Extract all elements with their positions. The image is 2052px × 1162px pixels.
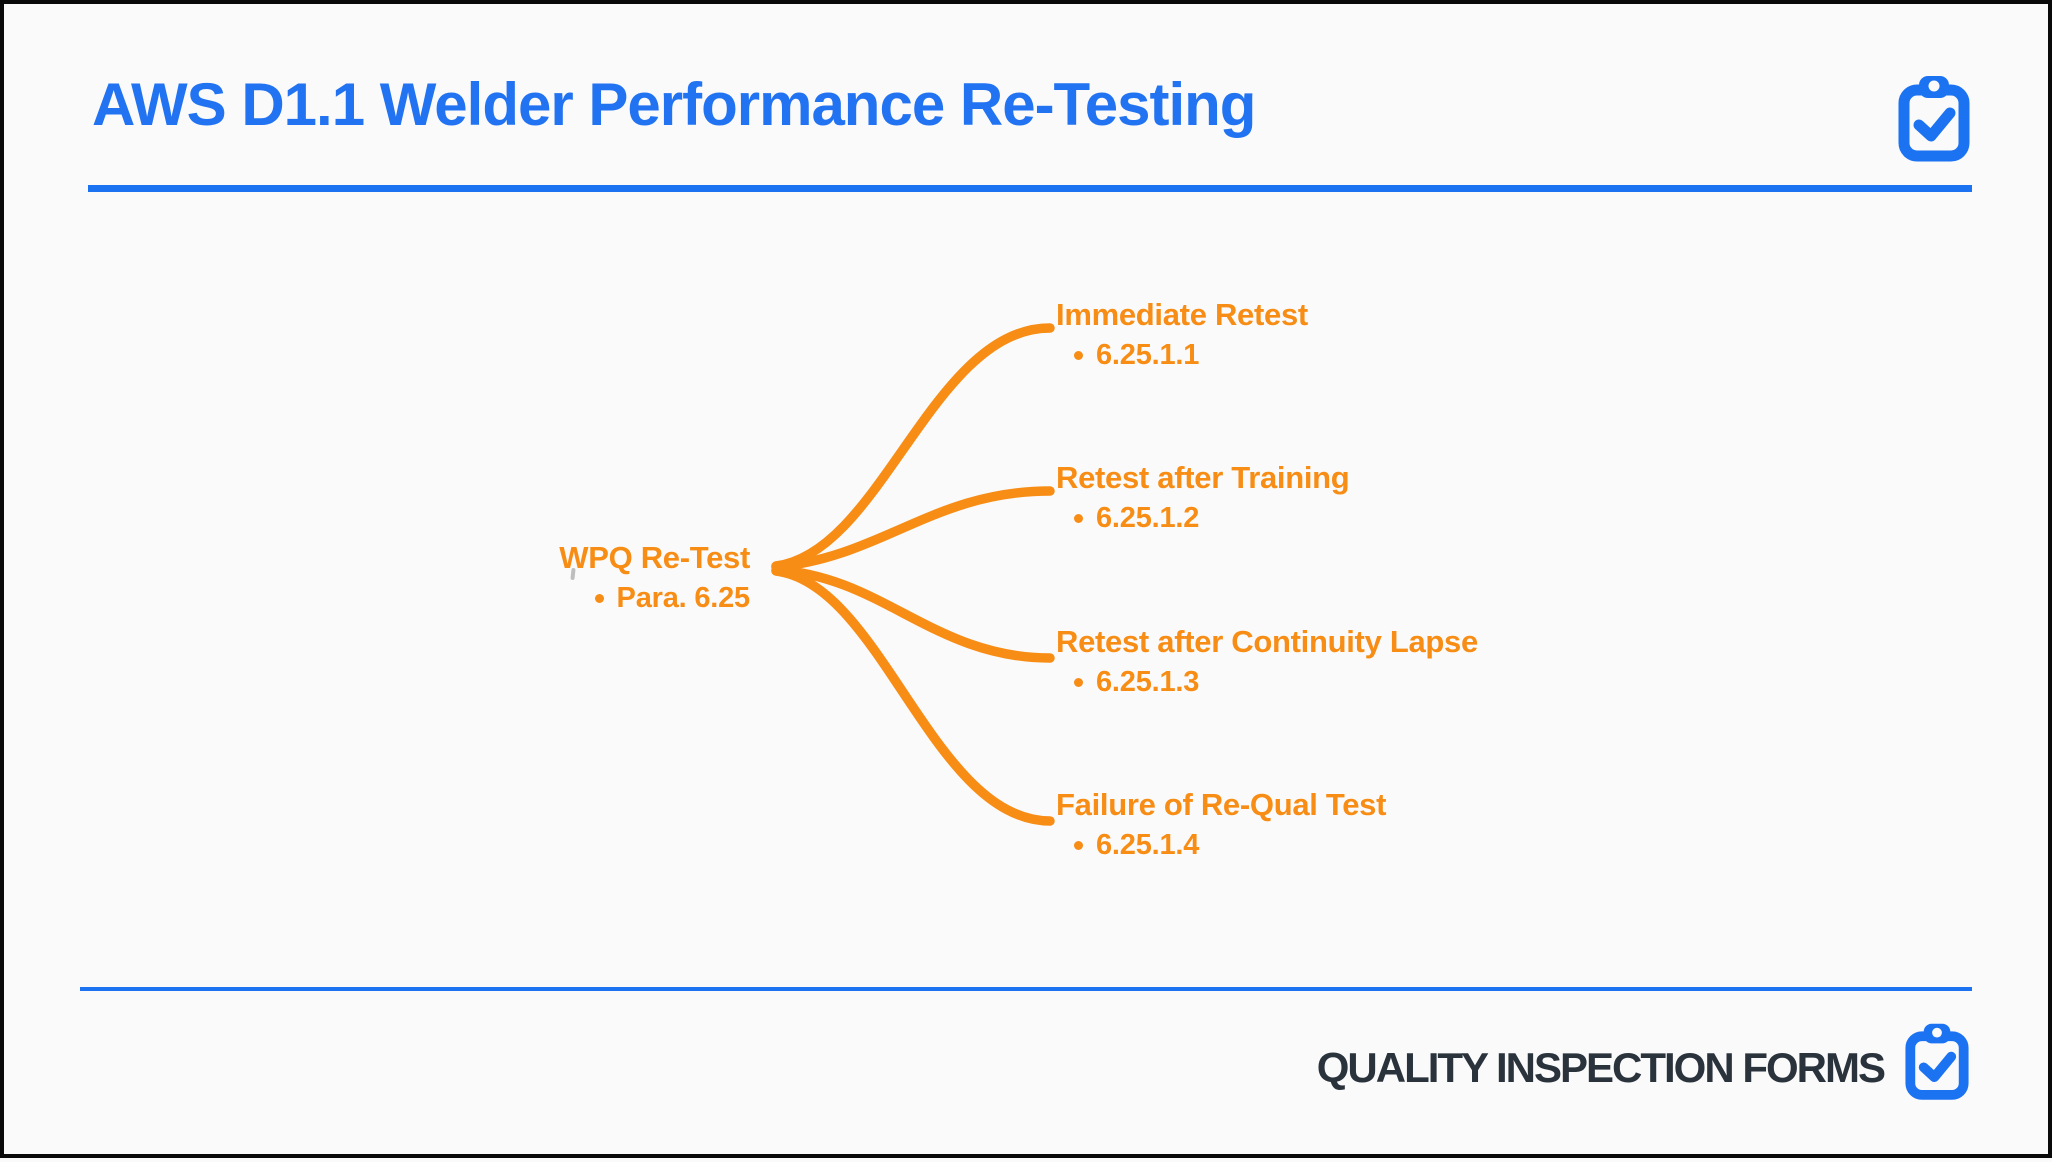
branch-sublabel: 6.25.1.4: [1096, 829, 1200, 861]
mindmap-root-node: WPQ Re-Test Para. 6.25: [384, 537, 750, 619]
mindmap-branch-immediate-retest: Immediate Retest 6.25.1.1: [1056, 294, 1308, 376]
mindmap-branch-retest-after-training: Retest after Training 6.25.1.2: [1056, 457, 1350, 539]
header-divider: [88, 185, 1972, 192]
root-label: WPQ Re-Test: [559, 540, 750, 575]
mindmap-branch-failure-of-requal-test: Failure of Re-Qual Test 6.25.1.4: [1056, 784, 1386, 866]
page-title: AWS D1.1 Welder Performance Re-Testing: [92, 71, 1256, 138]
clipboard-check-icon: [1903, 1022, 1971, 1102]
branch-label: Retest after Training: [1056, 460, 1350, 495]
bullet-dot: [594, 594, 604, 603]
connector-branch-4: [771, 566, 1055, 826]
clipboard-check-icon: [1896, 74, 1972, 164]
mindmap-branch-retest-after-continuity-lapse: Retest after Continuity Lapse 6.25.1.3: [1056, 621, 1478, 703]
bullet-dot: [1074, 841, 1083, 850]
branch-sublabel: 6.25.1.1: [1096, 339, 1200, 371]
branch-sublabel: 6.25.1.2: [1096, 502, 1200, 534]
branch-sublabel: 6.25.1.3: [1096, 666, 1200, 698]
bullet-dot: [1074, 514, 1083, 523]
bullet-dot: [1074, 678, 1083, 687]
branch-label: Retest after Continuity Lapse: [1056, 624, 1478, 659]
root-sublabel: Para. 6.25: [616, 582, 751, 614]
brand-text: QUALITY INSPECTION FORMS: [1316, 1044, 1886, 1091]
connector-branch-1: [771, 323, 1055, 571]
footer-divider: [80, 987, 1972, 991]
connector-branch-2: [771, 486, 1055, 572]
branch-label: Failure of Re-Qual Test: [1056, 787, 1387, 822]
connector-branch-3: [771, 565, 1055, 663]
branch-label: Immediate Retest: [1056, 297, 1308, 332]
bullet-dot: [1074, 351, 1083, 360]
